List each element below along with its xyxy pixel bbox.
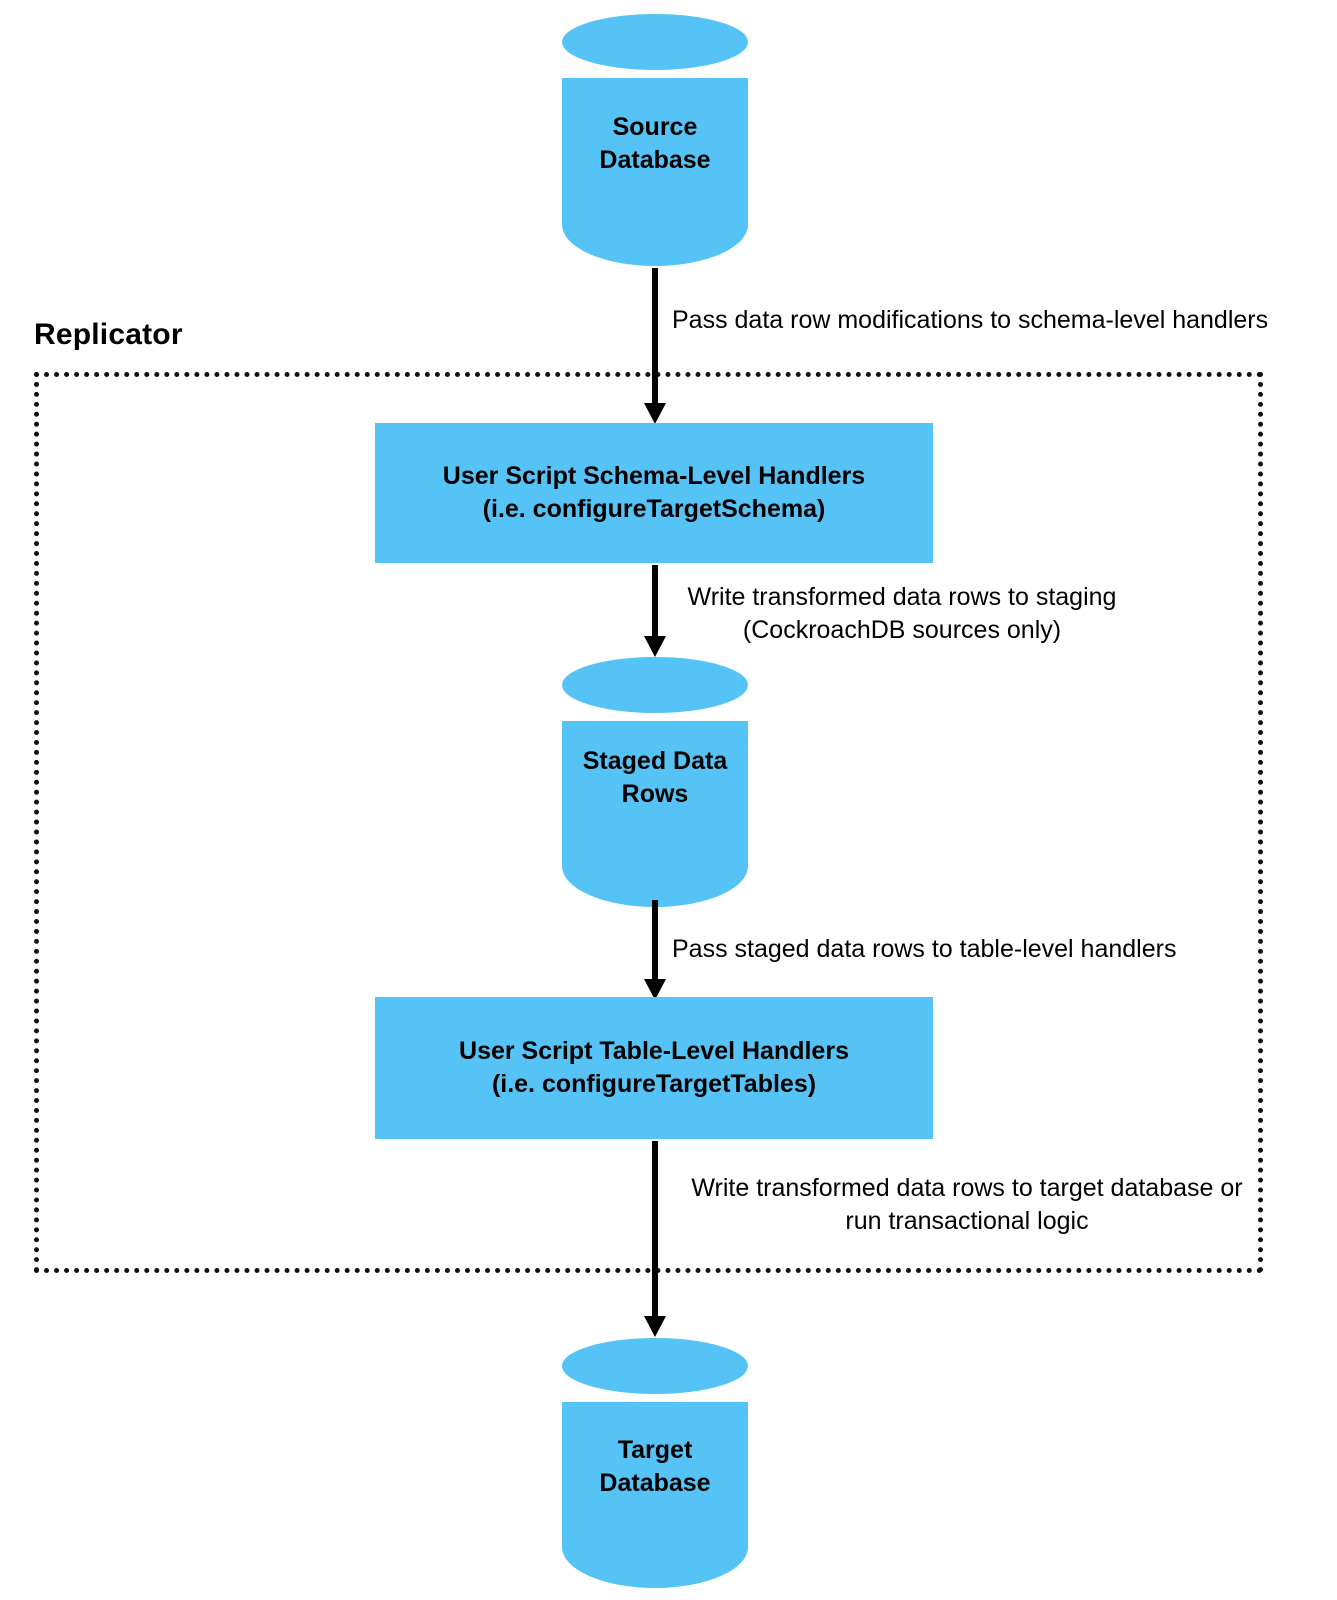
arrow-shaft [652, 565, 658, 637]
node-table-level-handlers[interactable]: User Script Table-Level Handlers (i.e. c… [375, 997, 933, 1139]
cylinder-top-ellipse [562, 1338, 748, 1394]
node-schema-level-handlers-label: User Script Schema-Level Handlers (i.e. … [442, 462, 866, 523]
edge-staged-to-table-label: Pass staged data rows to table-level han… [672, 935, 1177, 963]
edge-staged-to-table-arrow [644, 900, 666, 1000]
node-target-database[interactable]: Target Database [562, 1338, 748, 1588]
cylinder-body [562, 78, 748, 266]
arrow-head [644, 636, 666, 657]
edge-schema-to-staged-label: Write transformed data rows to staging (… [687, 583, 1117, 644]
edge-table-to-target-label: Write transformed data rows to target da… [691, 1174, 1243, 1235]
edge-source-to-schema-label: Pass data row modifications to schema-le… [672, 306, 1269, 334]
arrow-head [644, 403, 666, 424]
node-table-level-handlers-label: User Script Table-Level Handlers (i.e. c… [459, 1037, 849, 1098]
cylinder-top-ellipse [562, 657, 748, 713]
arrow-head [644, 979, 666, 1000]
replicator-container-boundary [34, 372, 1263, 1273]
replicator-container-label: Replicator [34, 318, 183, 351]
arrow-shaft [652, 1141, 658, 1317]
node-source-database[interactable]: Source Database [562, 14, 748, 266]
arrow-shaft [652, 900, 658, 980]
edge-table-to-target-arrow [644, 1141, 666, 1337]
arrow-shaft [652, 268, 658, 404]
node-schema-level-handlers[interactable]: User Script Schema-Level Handlers (i.e. … [375, 423, 933, 563]
cylinder-top-ellipse [562, 14, 748, 70]
edge-source-to-schema-arrow [644, 268, 666, 424]
arrow-head [644, 1316, 666, 1337]
node-staged-data-rows[interactable]: Staged Data Rows [562, 657, 748, 907]
edge-schema-to-staged-arrow [644, 565, 666, 657]
cylinder-body [562, 1402, 748, 1588]
cylinder-body [562, 721, 748, 907]
